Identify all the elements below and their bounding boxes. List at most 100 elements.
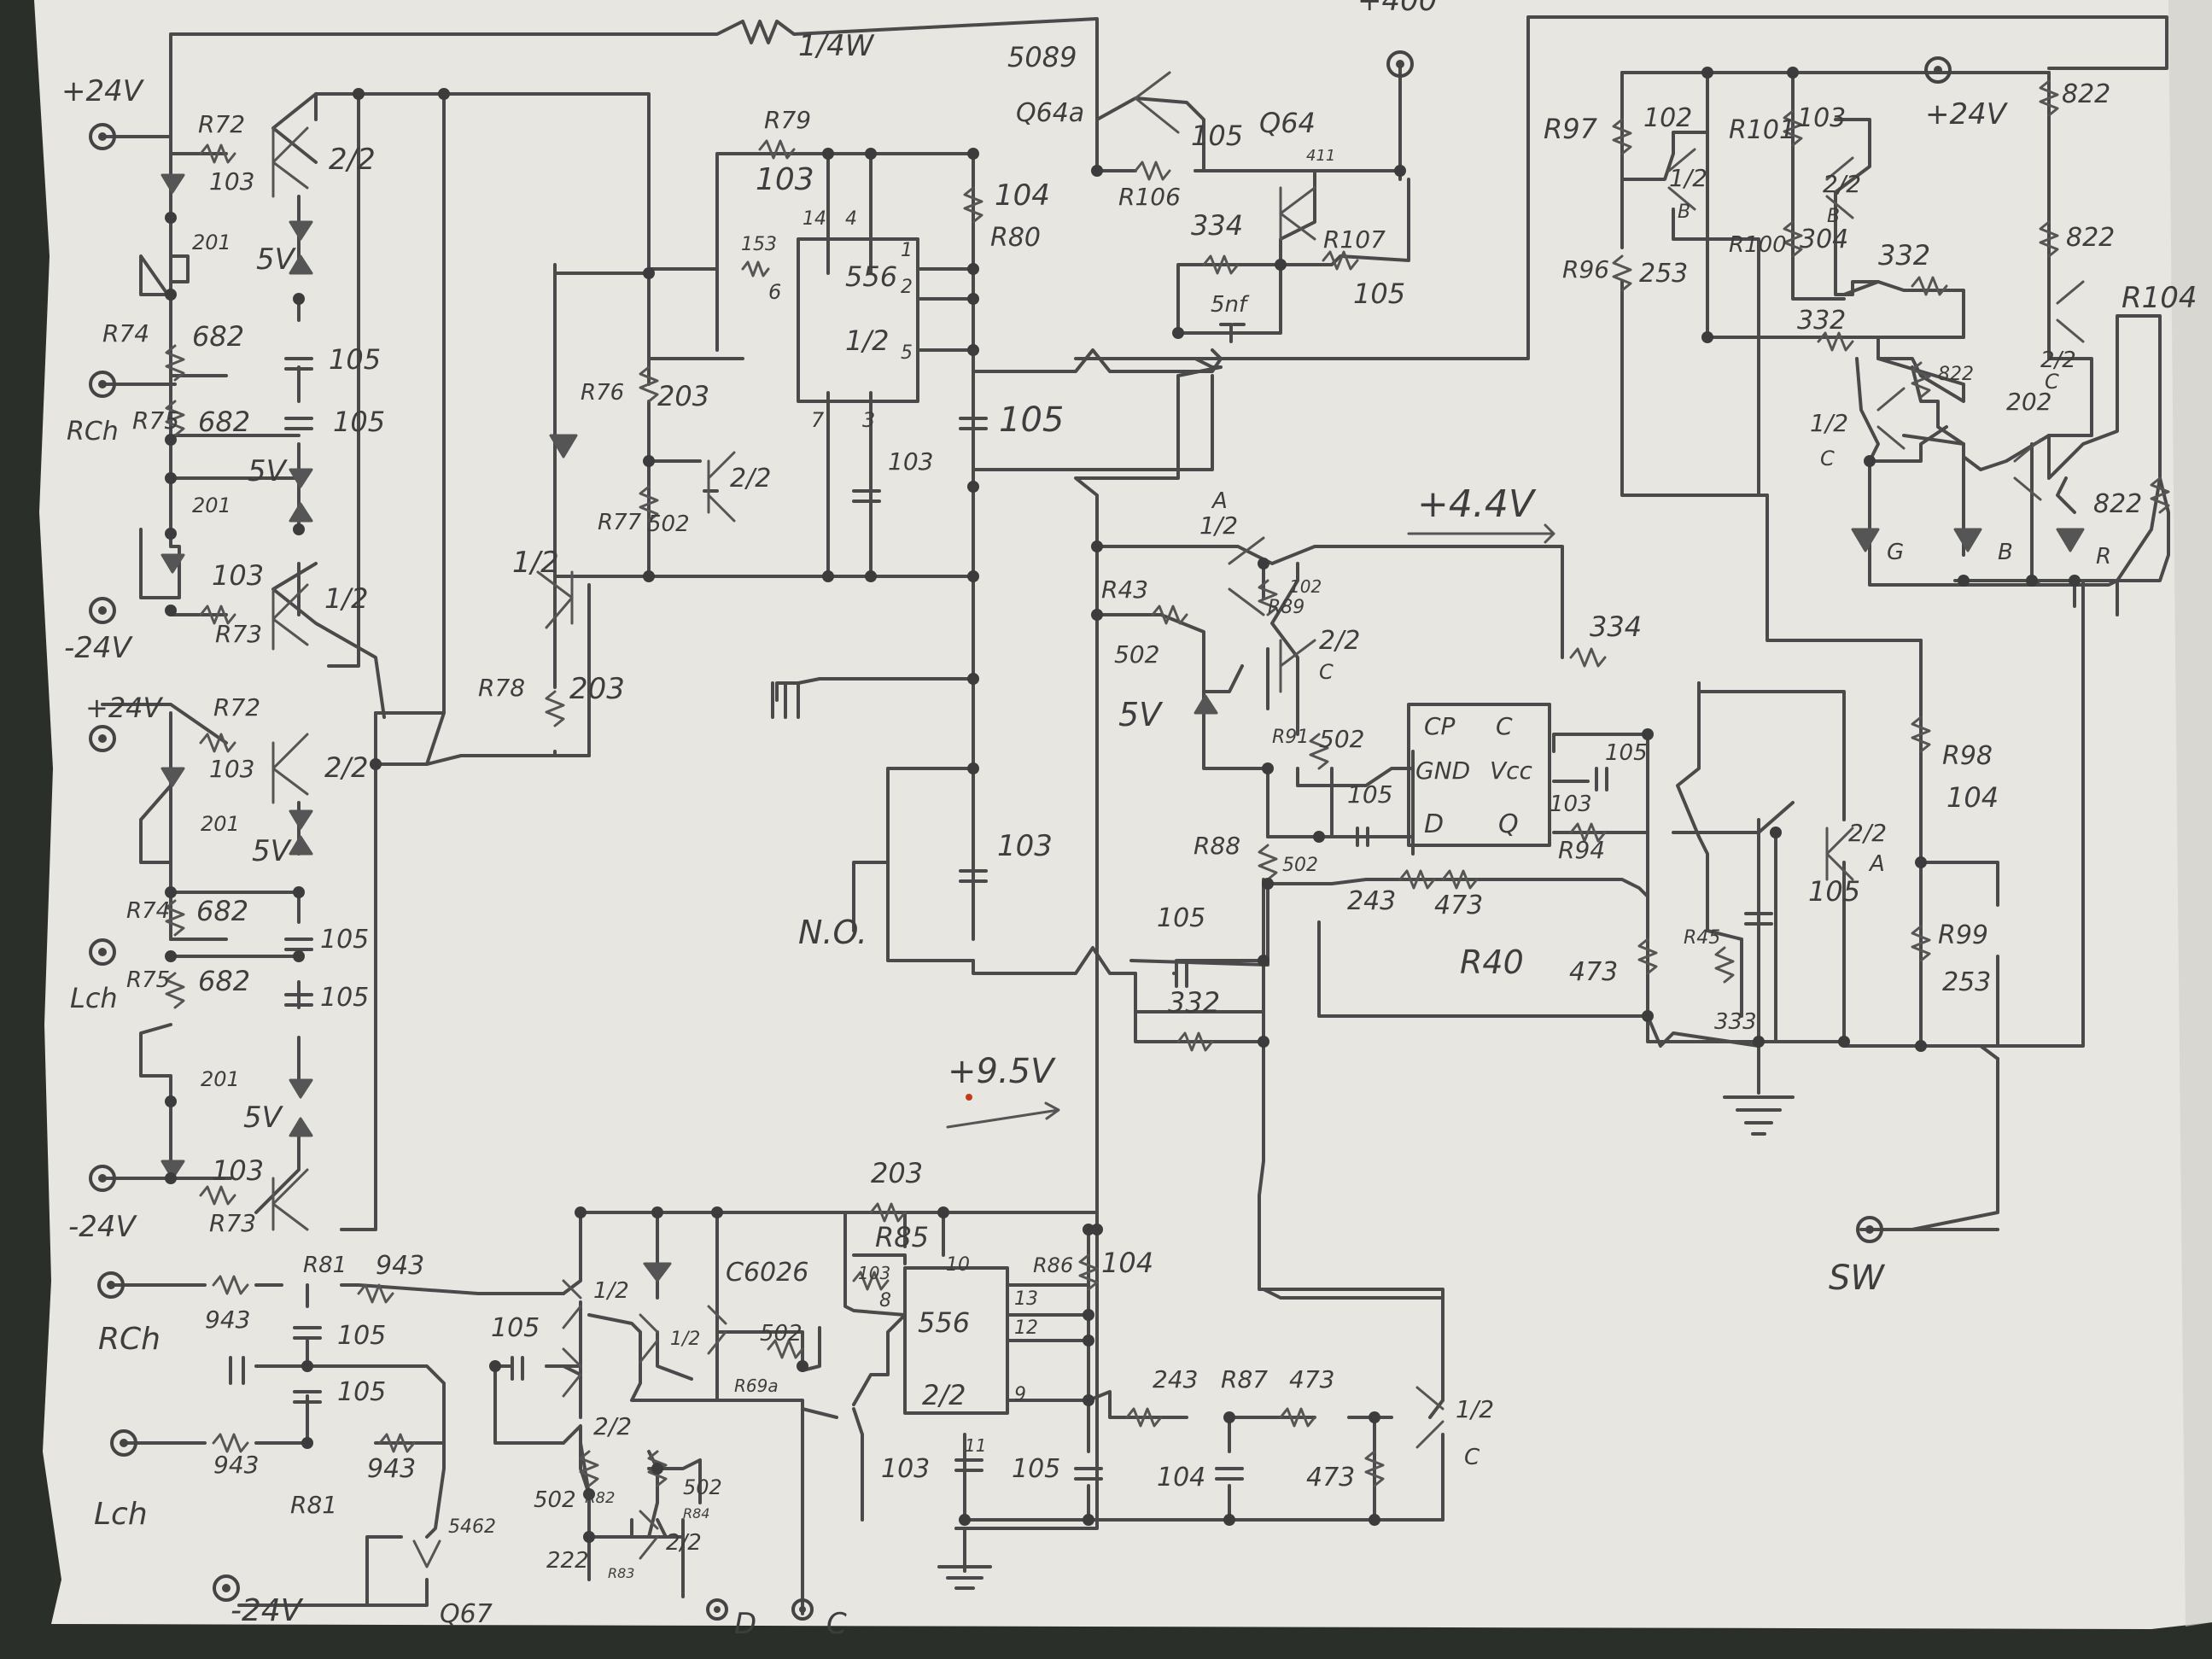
ic556-b-box	[903, 1266, 1009, 1415]
label-q67: Q67	[440, 1599, 493, 1629]
label-n-o: N.O.	[798, 914, 867, 951]
label-r14w: 1/4W	[798, 29, 875, 63]
label-r502-b: 502	[534, 1487, 576, 1513]
label-r75b: R75	[126, 967, 170, 993]
label-v24-r1: +24V	[61, 74, 145, 108]
label-r334-b: 334	[1590, 610, 1642, 643]
label-r43: R43	[1101, 575, 1148, 604]
label-q64a: Q64a	[1016, 98, 1084, 128]
terminal-v24-r2	[89, 725, 116, 752]
label-c105-h: 105	[337, 1321, 386, 1351]
label-r76: R76	[581, 380, 624, 406]
label-ff-vcc: Vcc	[1490, 756, 1533, 785]
label-ic556-b-half: 2/2	[922, 1379, 966, 1411]
label-q-c2: C	[2045, 370, 2059, 394]
label-sw: SW	[1829, 1259, 1885, 1298]
label-led-g: G	[1887, 540, 1904, 565]
label-r822-c: 822	[1938, 364, 1974, 385]
label-r201-c: 201	[201, 812, 240, 836]
terminal-v400	[1386, 50, 1414, 78]
label-pin4: 4	[845, 208, 857, 230]
label-pin12: 12	[1014, 1317, 1038, 1339]
label-r98: R98	[1942, 741, 1993, 771]
label-r332-a: 332	[1168, 986, 1220, 1019]
label-q-a12: 1/2	[1199, 511, 1238, 540]
label-r104: R104	[2122, 281, 2197, 315]
label-r822-a: 822	[2062, 79, 2110, 109]
label-rch-left: RCh	[67, 417, 119, 447]
label-r72b: R72	[213, 693, 260, 721]
label-c105-f: 105	[1157, 903, 1205, 933]
terminal-c-out	[791, 1598, 814, 1621]
label-v24-neg-3: -24V	[231, 1593, 304, 1628]
label-q-b1: B	[1678, 202, 1690, 223]
label-c-out: C	[826, 1607, 847, 1641]
label-r74a-val: 682	[192, 320, 244, 353]
label-r78-val: 203	[569, 672, 625, 706]
label-r86-val: 104	[1101, 1247, 1153, 1279]
label-q-22a: 2/2	[329, 143, 376, 177]
label-rch-bottom: RCh	[98, 1322, 161, 1357]
label-r96: R96	[1562, 255, 1609, 283]
label-ff-q: Q	[1498, 809, 1519, 839]
label-pin14: 14	[803, 208, 826, 230]
label-ic556-a-half: 1/2	[845, 324, 890, 357]
label-r81a: R81	[303, 1253, 347, 1278]
label-ic556-a-name: 556	[845, 260, 897, 293]
label-q-22f: 2/2	[2040, 348, 2076, 373]
label-r99-val: 253	[1942, 967, 1991, 997]
label-v95: +9.5V	[948, 1052, 1056, 1091]
label-r100-val: 304	[1800, 225, 1848, 254]
label-r201-b: 201	[192, 494, 231, 517]
label-ff-cbar: C	[1496, 712, 1513, 740]
label-r74b: R74	[126, 898, 170, 924]
label-q-12g: 1/2	[1456, 1395, 1494, 1423]
label-r153: 153	[741, 234, 777, 255]
label-r99: R99	[1938, 920, 1988, 950]
label-r101-val: 103	[1797, 103, 1846, 133]
label-r86: R86	[1033, 1253, 1073, 1277]
paper-sheet	[34, 0, 2212, 1629]
label-c103-c: 103	[881, 1454, 930, 1484]
terminal-v24-r1	[89, 123, 116, 150]
label-pin5: 5	[901, 342, 913, 364]
terminal-v24neg-1	[89, 597, 116, 624]
label-r103-b: 103	[858, 1263, 890, 1283]
label-c105-g: 105	[1808, 875, 1860, 908]
label-r105-a: 105	[1191, 120, 1243, 152]
label-r473-b: 473	[1569, 957, 1618, 987]
ground-symbols	[775, 677, 1795, 1590]
label-r73b: R73	[209, 1209, 256, 1237]
resistors	[165, 79, 2170, 1487]
terminal-sw	[1856, 1216, 1883, 1243]
label-r943-b: 943	[205, 1306, 250, 1334]
paper-shadow-right	[2168, 0, 2212, 1627]
label-r202: 202	[2006, 388, 2051, 416]
label-q-22b: 2/2	[324, 751, 369, 784]
label-q-22e: 2/2	[1823, 170, 1861, 198]
label-q5089: 5089	[1007, 41, 1077, 73]
label-q-22c: 2/2	[730, 464, 771, 494]
label-r83: R83	[608, 1565, 634, 1581]
label-r79-val: 103	[756, 162, 814, 197]
label-r75a: R75	[132, 406, 179, 435]
label-q-12b: 1/2	[512, 546, 559, 580]
label-r81b: R81	[290, 1491, 337, 1519]
label-lch-left: Lch	[70, 982, 118, 1014]
label-r222: 222	[546, 1548, 589, 1574]
label-r77: R77	[598, 510, 642, 535]
label-led-r: R	[2096, 544, 2111, 570]
label-pin7: 7	[811, 408, 825, 432]
terminal-d-out	[706, 1598, 728, 1621]
label-r103-ff: 103	[1550, 792, 1592, 817]
label-r78: R78	[478, 674, 525, 702]
label-c105-a2: 105	[333, 406, 385, 438]
label-v5-a: 5V	[256, 242, 297, 277]
label-r105-b: 105	[1353, 277, 1405, 310]
label-c5nf: 5nf	[1211, 292, 1250, 318]
label-ic556-b-name: 556	[918, 1306, 970, 1339]
label-r84: R84	[683, 1505, 709, 1522]
label-led-b: B	[1998, 540, 2013, 565]
